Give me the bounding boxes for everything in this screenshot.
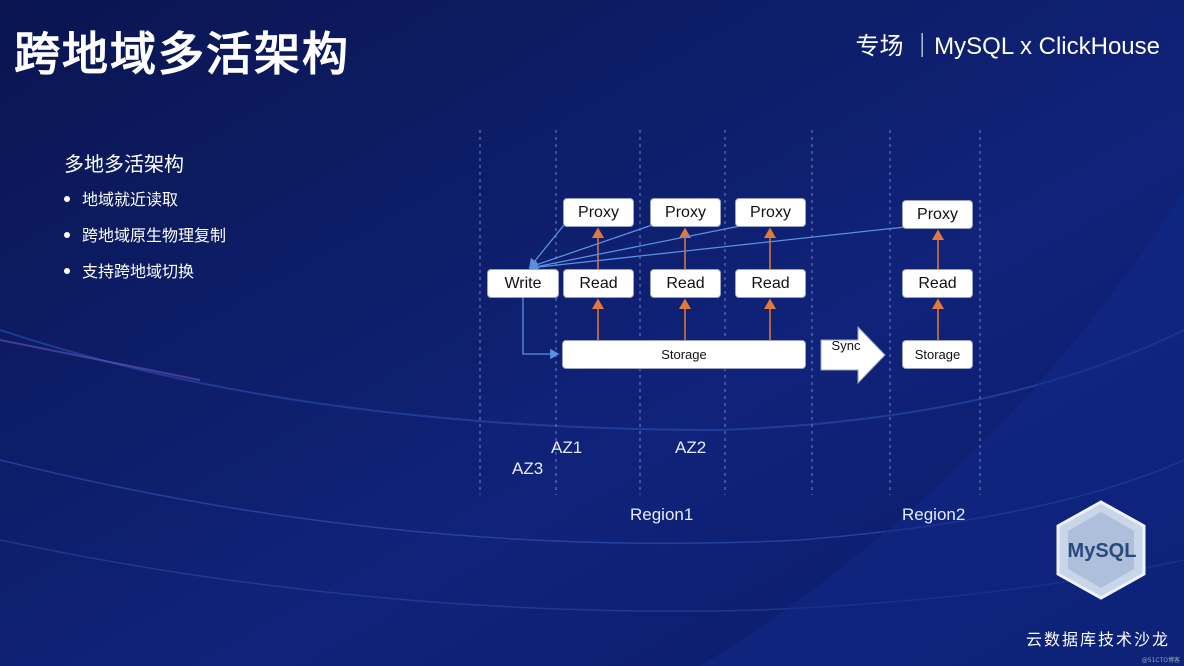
proxy-to-write-arrows	[522, 219, 906, 360]
section-title: 多地多活架构	[64, 152, 184, 176]
proxy-box-az1: Proxy	[563, 198, 634, 227]
bullet-item: 地域就近读取	[64, 188, 226, 224]
bullet-text: 跨地域原生物理复制	[82, 226, 227, 245]
bullet-item: 支持跨地域切换	[64, 260, 226, 296]
sync-arrow-icon	[820, 326, 886, 384]
sync-label: Sync	[831, 338, 861, 353]
mysql-hexagon-logo	[1056, 500, 1146, 600]
region1-label: Region1	[630, 505, 694, 524]
mysql-logo-text: MySQL	[1067, 540, 1137, 562]
storage-box-region2: Storage	[902, 340, 973, 369]
bullet-dot-icon	[64, 231, 70, 238]
proxy-box-az2: Proxy	[650, 198, 721, 227]
bullet-text: 支持跨地域切换	[82, 262, 195, 281]
topic-header: 专场 ｜MySQL x ClickHouse	[855, 33, 1161, 60]
slide-title: 跨地域多活架构	[14, 27, 350, 81]
read-box-az3: Read	[735, 269, 806, 298]
az1-label: AZ1	[551, 438, 583, 457]
proxy-box-region2: Proxy	[902, 200, 973, 229]
az3-label: AZ3	[512, 459, 544, 478]
region2-label: Region2	[902, 505, 966, 524]
bullet-item: 跨地域原生物理复制	[64, 224, 226, 260]
read-box-az2: Read	[650, 269, 721, 298]
read-box-az1: Read	[563, 269, 634, 298]
az2-label: AZ2	[675, 438, 707, 457]
az-dividers	[479, 130, 981, 495]
bullet-list: 地域就近读取 跨地域原生物理复制 支持跨地域切换	[64, 188, 226, 296]
watermark: @51CTO博客	[1141, 657, 1180, 664]
storage-box-region1: Storage	[562, 340, 806, 369]
brand-footer: 云数据库技术沙龙	[1025, 630, 1170, 649]
bullet-text: 地域就近读取	[82, 190, 179, 209]
upward-arrows	[592, 227, 944, 340]
write-box: Write	[487, 269, 559, 298]
bullet-dot-icon	[64, 195, 70, 202]
bullet-dot-icon	[64, 267, 70, 274]
proxy-box-az3: Proxy	[735, 198, 806, 227]
read-box-region2: Read	[902, 269, 973, 298]
